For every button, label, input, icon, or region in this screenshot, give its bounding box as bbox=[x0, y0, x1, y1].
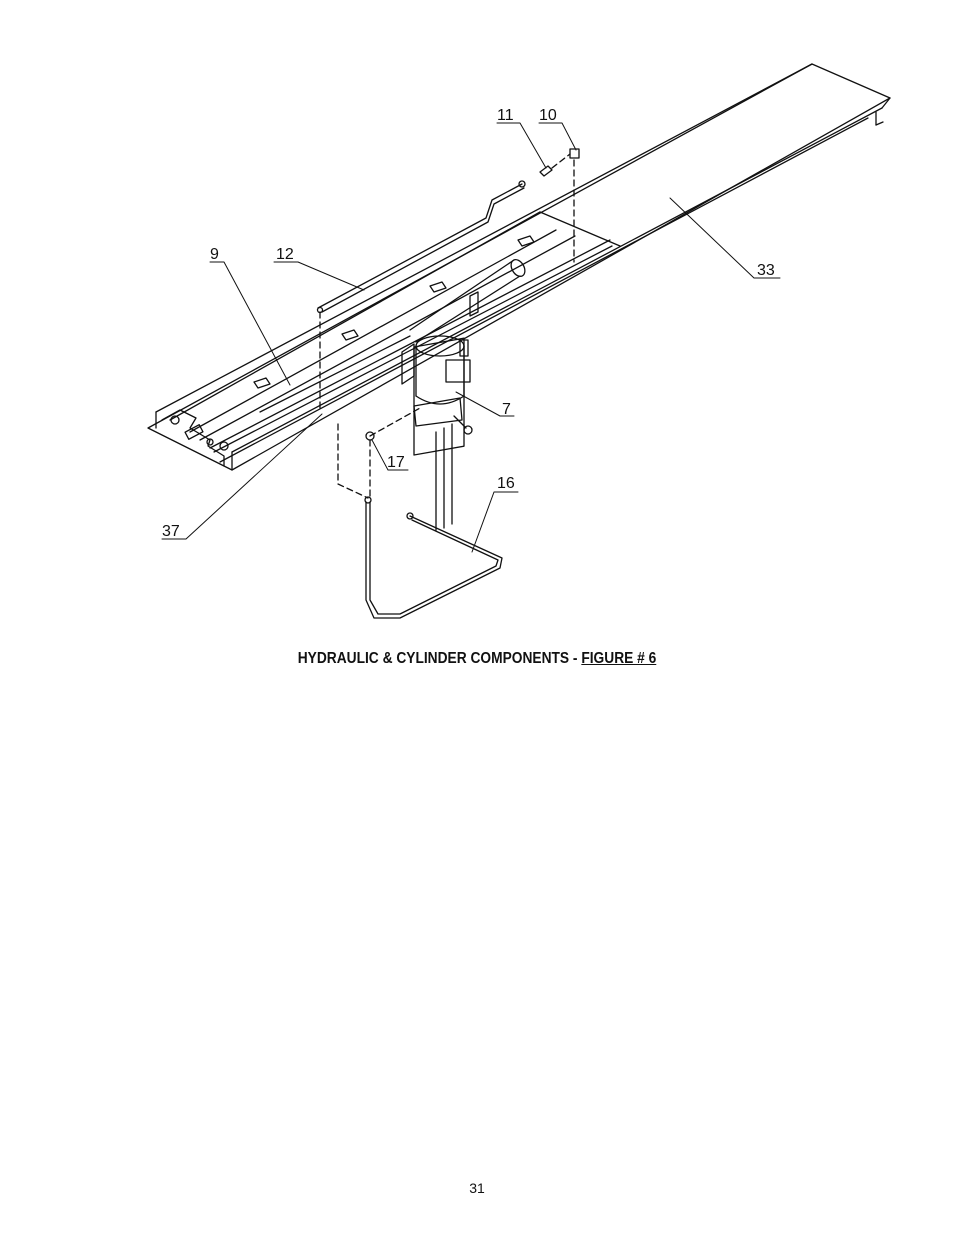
power-unit bbox=[401, 335, 473, 531]
runway-frame bbox=[147, 63, 891, 471]
callout-12: 12 bbox=[276, 246, 294, 263]
hydraulic-line bbox=[316, 148, 580, 314]
figure-number-link[interactable]: FIGURE # 6 bbox=[581, 650, 657, 667]
hose bbox=[364, 431, 503, 619]
callout-16: 16 bbox=[497, 475, 515, 492]
callout-10: 10 bbox=[539, 107, 557, 124]
callout-37: 37 bbox=[162, 523, 180, 540]
dashed-leaders bbox=[319, 153, 575, 499]
callout-leaders bbox=[161, 122, 781, 553]
callout-33: 33 bbox=[757, 262, 775, 279]
callout-7: 7 bbox=[502, 401, 511, 418]
hydraulic-cylinder-figure: 11 10 9 12 33 7 17 16 37 bbox=[147, 63, 891, 619]
caption-text: HYDRAULIC & CYLINDER COMPONENTS - bbox=[297, 650, 582, 667]
callout-9: 9 bbox=[210, 246, 219, 263]
figure-caption: HYDRAULIC & CYLINDER COMPONENTS - FIGURE… bbox=[67, 650, 887, 668]
cylinder bbox=[259, 258, 526, 413]
page-number: 31 bbox=[469, 1180, 485, 1196]
callout-17: 17 bbox=[387, 454, 405, 471]
callout-11: 11 bbox=[497, 107, 514, 124]
